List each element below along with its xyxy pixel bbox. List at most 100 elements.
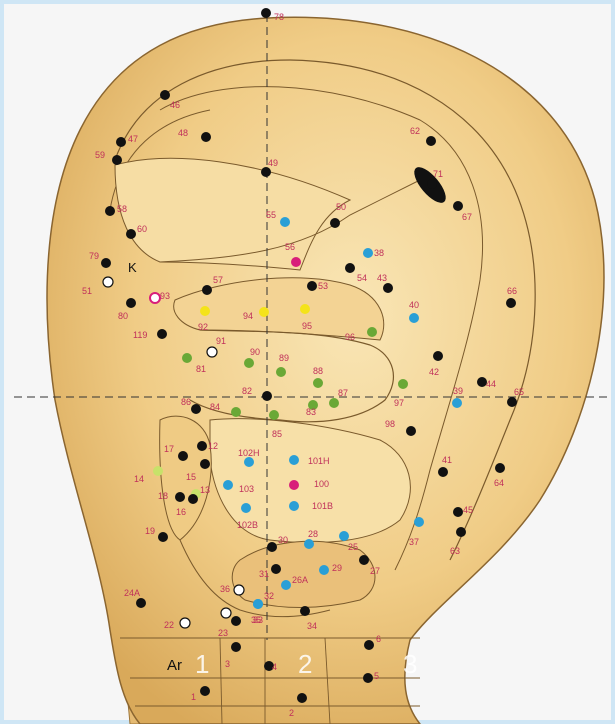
acupoint-label: 96 [345, 332, 355, 342]
acupoint-dot [202, 285, 212, 295]
acupoint-dot [300, 606, 310, 616]
acupoint-dot [200, 686, 210, 696]
acupoint-label: 80 [118, 311, 128, 321]
acupoint-label: 29 [332, 563, 342, 573]
acupoint-label: 49 [268, 158, 278, 168]
acupoint-dot [221, 608, 231, 618]
acupoint-dot [158, 532, 168, 542]
acupoint-dot [281, 580, 291, 590]
acupoint-label: 89 [279, 353, 289, 363]
acupoint-dot [267, 542, 277, 552]
acupoint-dot [180, 618, 190, 628]
acupoint-dot [160, 90, 170, 100]
acupoint-dot [280, 217, 290, 227]
acupoint-label: 84 [210, 402, 220, 412]
acupoint-label: 63 [450, 546, 460, 556]
acupoint-dot [452, 398, 462, 408]
acupoint-label: 15 [186, 472, 196, 482]
acupoint-label: 60 [137, 224, 147, 234]
acupoint-label: 45 [463, 505, 473, 515]
acupoint-dot [136, 598, 146, 608]
acupoint-dot [191, 404, 201, 414]
acupoint-dot [178, 451, 188, 461]
zone-label-2: 2 [298, 649, 312, 679]
acupoint-label: 93 [160, 291, 170, 301]
acupoint-dot [116, 137, 126, 147]
acupoint-dot [339, 531, 349, 541]
acupoint-label: 17 [164, 444, 174, 454]
acupoint-label: 24A [124, 588, 140, 598]
acupoint-label: 54 [357, 273, 367, 283]
acupoint-label: 50 [336, 202, 346, 212]
acupoint-dot [367, 327, 377, 337]
acupoint-dot [313, 378, 323, 388]
acupoint-dot [398, 379, 408, 389]
acupoint-dot [289, 480, 299, 490]
acupoint-dot [345, 263, 355, 273]
acupoint-dot [262, 391, 272, 401]
acupoint-label: 47 [128, 134, 138, 144]
acupoint-dot [231, 407, 241, 417]
acupoint-dot [223, 480, 233, 490]
acupoint-label: 22 [164, 620, 174, 630]
acupoint-dot [197, 441, 207, 451]
acupoint-dot [300, 304, 310, 314]
acupoint-dot [241, 503, 251, 513]
acupoint-label: 34 [307, 621, 317, 631]
acupoint-label: 18 [158, 491, 168, 501]
acupoint-dot [157, 329, 167, 339]
acupoint-label: 12 [208, 441, 218, 451]
zone-label-3: 3 [403, 649, 417, 679]
acupoint-label: 43 [377, 273, 387, 283]
acupoint-label: 101B [312, 501, 333, 511]
acupoint-label: 100 [314, 479, 329, 489]
acupoint-label: 51 [82, 286, 92, 296]
acupoint-dot [200, 459, 210, 469]
acupoint-label: 5 [374, 671, 379, 681]
acupoint-dot [269, 410, 279, 420]
acupoint-label: 87 [338, 388, 348, 398]
acupoint-dot [363, 248, 373, 258]
acupoint-label: 36 [220, 584, 230, 594]
acupoint-dot [383, 283, 393, 293]
ar-label: Ar [167, 657, 182, 674]
acupoint-label: 57 [213, 275, 223, 285]
acupoint-dot [507, 397, 517, 407]
acupoint-label: 37 [409, 537, 419, 547]
acupoint-label: 46 [170, 100, 180, 110]
acupoint-dot [427, 179, 437, 189]
acupoint-dot [364, 640, 374, 650]
acupoint-label: 1 [191, 692, 196, 702]
acupoint-dot [363, 673, 373, 683]
acupoint-label: 26A [292, 575, 308, 585]
acupoint-dot [261, 8, 271, 18]
acupoint-dot [406, 426, 416, 436]
acupoint-label: 81 [196, 364, 206, 374]
acupoint-label: 82 [242, 386, 252, 396]
acupoint-label: 79 [89, 251, 99, 261]
acupoint-dot [231, 616, 241, 626]
acupoint-dot [291, 257, 301, 267]
acupoint-label: 31 [259, 569, 269, 579]
acupoint-dot [276, 367, 286, 377]
acupoint-label: 98 [385, 419, 395, 429]
acupoint-label: 86 [181, 397, 191, 407]
acupoint-dot [414, 517, 424, 527]
acupoint-dot [319, 565, 329, 575]
acupoint-dot [126, 229, 136, 239]
acupoint-label: 65 [514, 387, 524, 397]
acupoint-dot [426, 136, 436, 146]
acupoint-label: 62 [410, 126, 420, 136]
acupoint-dot [175, 492, 185, 502]
acupoint-dot [182, 353, 192, 363]
acupoint-dot [150, 293, 160, 303]
acupoint-dot [261, 167, 271, 177]
acupoint-label: 67 [462, 212, 472, 222]
acupoint-dot [231, 642, 241, 652]
acupoint-dot [259, 307, 269, 317]
acupoint-label: 92 [198, 322, 208, 332]
acupoint-dot [244, 457, 254, 467]
acupoint-label: 102B [237, 520, 258, 530]
acupoint-dot [153, 466, 163, 476]
